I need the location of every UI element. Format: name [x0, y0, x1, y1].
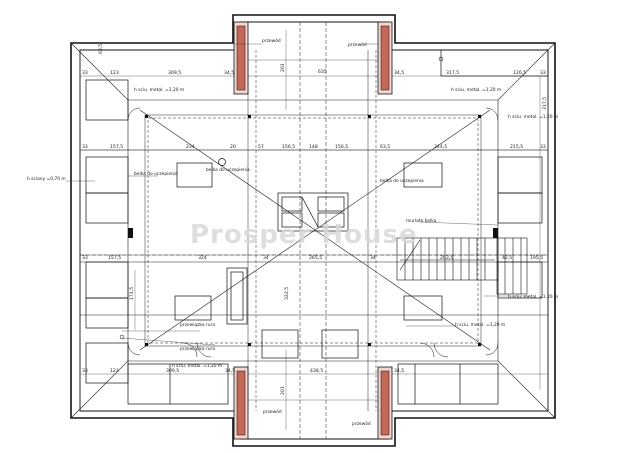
flue-label-bottom-right: przewód	[352, 420, 371, 427]
wall-plate-label: murlata belka	[406, 218, 437, 224]
corner-rooms	[127, 49, 549, 405]
dim-top-635b: 63,5	[98, 44, 104, 54]
dim-top-33b: 33	[540, 70, 546, 76]
posts	[128, 115, 498, 346]
height-label-top-right: h sciu. metal. =1,20 m	[451, 87, 501, 93]
flue-label-top-right: przewód	[348, 41, 367, 48]
dim-top-3175: 317,5	[446, 70, 459, 76]
dim-row2-20: 20	[230, 144, 236, 150]
height-label-right-1: h sciu. metal. =1,20 m	[508, 114, 558, 120]
dim-row2-148: 148	[309, 144, 318, 150]
dim-top-345b: 34,5	[394, 70, 404, 76]
flue-label-top-left: przewód	[262, 37, 281, 44]
dim-row2-33b: 33	[540, 144, 546, 150]
height-label-right-2: h sciu. metal. =1,20 m	[508, 294, 558, 300]
dim-row2-1565: 156,5	[282, 144, 295, 150]
central-hatch	[277, 192, 349, 232]
dim-bot-201: 201	[280, 386, 286, 395]
dim-mid-1955: 195,5	[530, 255, 543, 261]
dim-top-123: 123	[110, 70, 119, 76]
chimney-flues	[233, 21, 393, 440]
dim-mid-2035: 203,5	[440, 255, 453, 261]
dim-row2-635: 63,5	[380, 144, 390, 150]
dim-mid-33: 33	[82, 255, 88, 261]
dim-top-201: 201	[280, 63, 286, 72]
height-label-bottom-right: h sciu. metal. =1,20 m	[455, 322, 505, 328]
height-label-top-left: h sciu. metal. =1,20 m	[134, 87, 184, 93]
dim-mid-2655: 265,5	[309, 255, 322, 261]
beam-label-left: belka do uczepienia	[134, 171, 178, 177]
dim-row2-2445: 244,5	[434, 144, 447, 150]
dim-bot-33: 33	[82, 368, 88, 374]
dim-mid-324: 324	[198, 255, 207, 261]
dim-row2-234: 234	[186, 144, 195, 150]
dim-top-345: 34,5	[224, 70, 234, 76]
beam-label-center-left: belka do uczepienia	[206, 167, 250, 173]
wall-height-label-left: h sciany =0,70 m	[27, 176, 66, 182]
dim-mid-1575: 157,5	[108, 255, 121, 261]
dim-row2-1575: 157,5	[110, 144, 123, 150]
dim-bot-3095: 309,5	[166, 368, 179, 374]
dim-row2-2155: 215,5	[510, 144, 523, 150]
dim-row2-33: 33	[82, 144, 88, 150]
dim-top-1265: 126,5	[513, 70, 526, 76]
watermark-text: Prosper House	[190, 220, 418, 250]
dim-mid-425: 42,5	[502, 255, 512, 261]
dim-top-635: 635	[318, 69, 327, 75]
dim-top-33: 33	[82, 70, 88, 76]
beam-label-right: belka do uczepienia	[380, 178, 424, 184]
dim-row2-57: 57	[258, 144, 264, 150]
height-label-bottom-left: h sciu. metal. =1,20 m	[172, 363, 222, 369]
dim-bot-345: 34,5	[225, 368, 235, 374]
dim-bot-4385: 438,5	[310, 368, 323, 374]
tie-label: przewiązka rura	[180, 322, 215, 328]
flue-label-bottom-left: przewód	[263, 408, 282, 415]
dim-mid-34: 34	[263, 255, 269, 261]
leader-lines	[66, 43, 530, 346]
dim-side-3175: 317,5	[542, 97, 548, 110]
staircase	[396, 237, 528, 295]
dim-bot-123: 123	[110, 368, 119, 374]
dim-mid-34b: 34	[370, 255, 376, 261]
door-arcs	[119, 56, 499, 358]
dim-bot-345b: 34,5	[394, 368, 404, 374]
dim-top-3095: 309,5	[168, 70, 181, 76]
tie-label-2: przewiązka rura	[180, 346, 215, 352]
dim-side-3225: 322,5	[284, 287, 290, 300]
dim-row2-1565b: 156,5	[335, 144, 348, 150]
interior-fixtures	[174, 158, 443, 359]
dim-side-1745: 174,5	[129, 287, 135, 300]
